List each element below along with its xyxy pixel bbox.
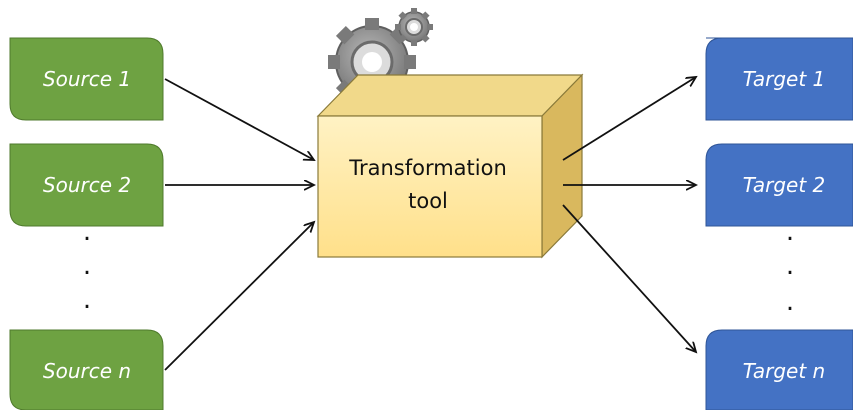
arrow-tool-to-targetn [562,204,696,352]
source-dot: . [83,251,91,281]
tool-label-line1: Transformation [348,156,507,180]
source-box-2: Source 2 [9,143,164,227]
source-label-n: Source n [43,359,131,383]
target-label-2: Target 2 [743,173,826,197]
target-dot: . [786,251,794,281]
arrow-sourcen-to-tool [164,222,314,371]
target-dot: . [786,287,794,317]
arrow-source1-to-tool [164,78,314,160]
source-label-2: Source 2 [43,173,131,197]
source-dot: . [83,285,91,315]
source-box-n: Source n [9,329,164,410]
source-dot: . [83,217,91,247]
target-box-2: Target 2 [705,143,853,227]
target-box-1: Target 1 [705,37,853,121]
target-label-1: Target 1 [743,67,826,91]
box-front-face [317,115,543,258]
target-box-n: Target n [705,329,853,410]
arrow-tool-to-target1 [562,77,696,161]
source-label-1: Source 1 [43,67,131,91]
box-top-face [316,74,584,117]
source-ellipsis: . . . [83,217,91,315]
target-ellipsis: . . . [786,217,794,317]
tool-label-line2: tool [408,189,448,213]
source-box-1: Source 1 [9,37,164,121]
target-label-n: Target n [743,359,825,383]
gear-icon [395,8,433,46]
transformation-tool-box: Transformation tool [316,73,584,259]
target-dot: . [786,217,794,247]
arrows [164,77,696,371]
